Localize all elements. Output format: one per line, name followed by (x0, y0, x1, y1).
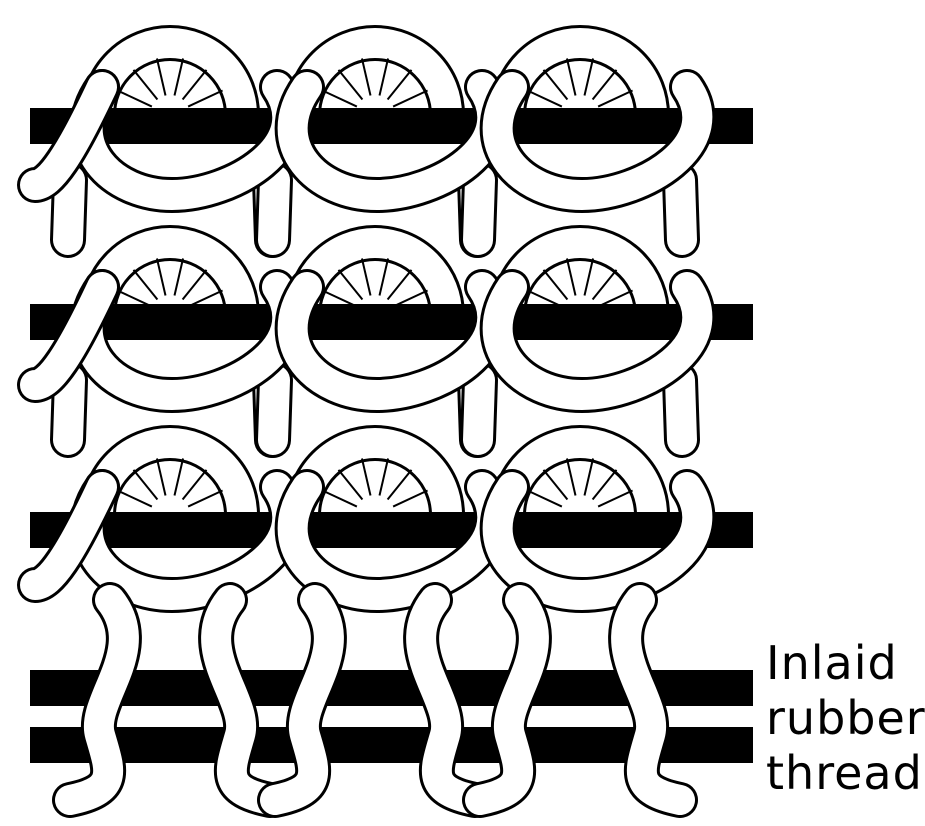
shading-line (338, 270, 362, 300)
shading-line (188, 90, 222, 106)
shading-line (379, 458, 388, 495)
shading-line (183, 270, 207, 300)
shading-line (362, 258, 371, 295)
shading-line (157, 258, 166, 295)
rubber-thread (30, 512, 753, 548)
loop-leg (68, 180, 70, 240)
shading-line (393, 90, 427, 106)
shading-line (593, 70, 617, 100)
loop-leg (680, 180, 682, 240)
shading-line (133, 470, 157, 500)
shading-line (527, 490, 561, 506)
loop-leg (478, 180, 480, 240)
rubber-thread (30, 304, 753, 340)
shading-line (183, 470, 207, 500)
shading-line (362, 458, 371, 495)
shading-line (157, 458, 166, 495)
shading-line (174, 258, 183, 295)
shading-line (379, 258, 388, 295)
loop-head (303, 43, 447, 115)
label-line-2: rubber (766, 691, 925, 746)
shading-line (388, 270, 412, 300)
loop-leg (273, 180, 275, 240)
shading-line (174, 58, 183, 95)
shading-line (543, 70, 567, 100)
shading-line (388, 70, 412, 100)
shading-line (133, 70, 157, 100)
shading-line (527, 90, 561, 106)
shading-line (584, 258, 593, 295)
loop-leg (680, 380, 682, 440)
shading-line (543, 270, 567, 300)
loop-leg (68, 380, 70, 440)
shading-line (388, 470, 412, 500)
shading-line (338, 70, 362, 100)
shading-line (183, 70, 207, 100)
shading-line (322, 490, 356, 506)
shading-line (117, 90, 151, 106)
shading-line (117, 490, 151, 506)
shading-line (593, 470, 617, 500)
shading-line (338, 470, 362, 500)
shading-line (567, 458, 576, 495)
shading-line (543, 470, 567, 500)
loop-head (98, 443, 242, 515)
shading-line (584, 58, 593, 95)
loop-head (508, 43, 652, 115)
inlaid-rubber-threads-label: Inlaid rubber threads (766, 636, 925, 801)
label-line-3: threads (766, 746, 925, 801)
shading-line (188, 490, 222, 506)
shading-line (567, 58, 576, 95)
shading-line (362, 58, 371, 95)
loop-leg (273, 380, 275, 440)
shading-line (567, 258, 576, 295)
shading-line (174, 458, 183, 495)
shading-line (584, 458, 593, 495)
loop-head (303, 443, 447, 515)
shading-line (379, 58, 388, 95)
shading-line (598, 490, 632, 506)
shading-line (322, 90, 356, 106)
loop-leg (478, 380, 480, 440)
shading-line (133, 270, 157, 300)
shading-line (593, 270, 617, 300)
loop-head (508, 443, 652, 515)
shading-line (157, 58, 166, 95)
shading-line (598, 90, 632, 106)
shading-line (393, 490, 427, 506)
loop-head (98, 43, 242, 115)
label-line-1: Inlaid (766, 636, 925, 691)
rubber-thread (30, 108, 753, 144)
